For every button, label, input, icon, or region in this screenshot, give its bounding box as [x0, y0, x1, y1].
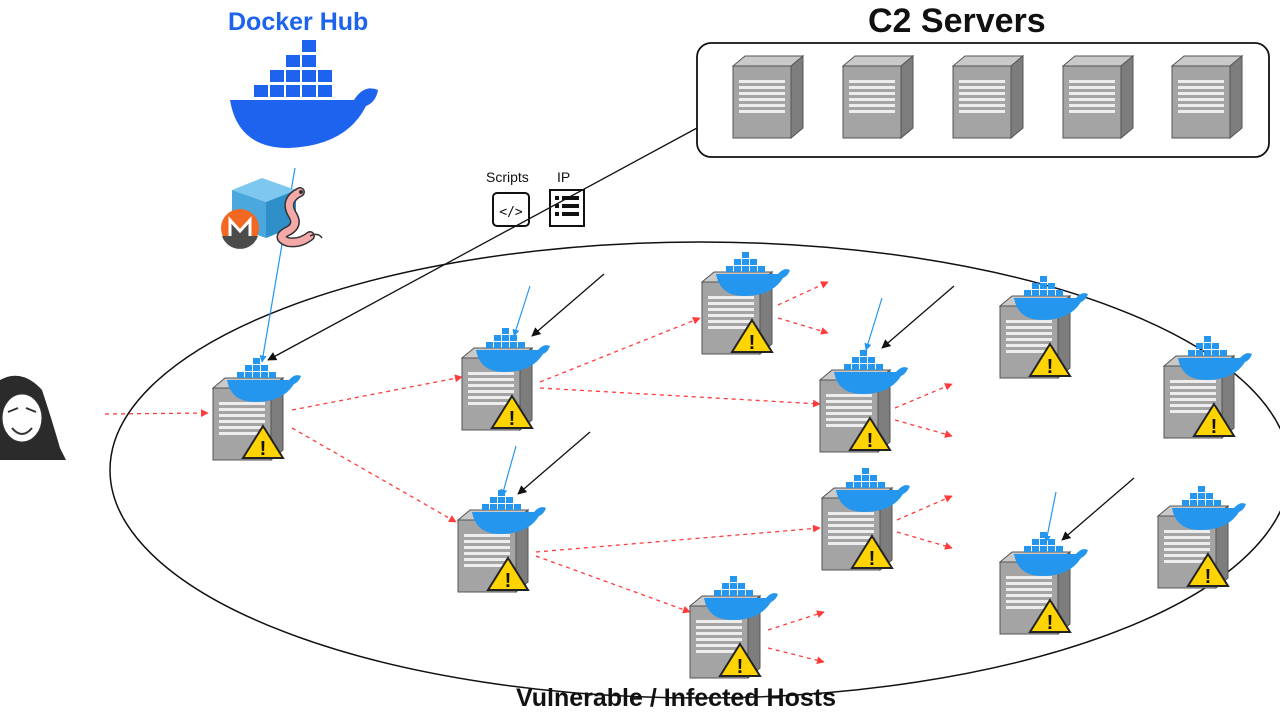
svg-text:!: ! — [867, 430, 874, 452]
host-1: ! — [212, 358, 301, 461]
c2-servers-title: C2 Servers — [868, 2, 1046, 40]
infection-arrows — [291, 281, 953, 665]
host-5: ! — [819, 350, 908, 453]
docker-whale-icon — [836, 468, 910, 512]
host-9: ! — [1163, 336, 1252, 439]
c2-server-4-icon — [1062, 55, 1134, 139]
svg-text:!: ! — [1047, 356, 1054, 378]
svg-text:!: ! — [749, 332, 756, 354]
docker-whale-icon — [1014, 532, 1088, 576]
svg-text:!: ! — [1205, 566, 1212, 588]
hosts-region-ellipse — [109, 241, 1280, 699]
svg-text:!: ! — [1211, 416, 1218, 438]
host-2: ! — [461, 328, 550, 431]
svg-text:!: ! — [509, 408, 516, 430]
warning-icon — [1028, 342, 1072, 377]
code-file-icon: </> — [492, 192, 530, 227]
warning-icon — [1186, 552, 1230, 587]
svg-text:!: ! — [505, 570, 512, 592]
warning-icon — [1192, 402, 1236, 437]
ip-list-icon — [549, 189, 585, 227]
host-10: ! — [999, 532, 1088, 635]
docker-whale-icon — [704, 576, 778, 620]
scripts-label: Scripts — [486, 169, 529, 185]
monero-icon — [221, 209, 259, 249]
svg-text:!: ! — [260, 438, 267, 460]
c2-servers-box — [696, 42, 1270, 158]
c2-server-5-icon — [1171, 55, 1243, 139]
host-7: ! — [689, 576, 778, 679]
host-3: ! — [457, 490, 546, 593]
docker-whale-icon — [716, 252, 790, 296]
hosts-region-label: Vulnerable / Infected Hosts — [516, 684, 836, 712]
docker-whale-icon — [476, 328, 550, 372]
worm-icon — [276, 187, 323, 248]
docker-whale-icon — [472, 490, 546, 534]
host-6: ! — [821, 468, 910, 571]
warning-icon — [490, 394, 534, 429]
c2-server-3-icon — [952, 55, 1024, 139]
code-glyph: </> — [499, 205, 523, 220]
attacker-icon — [0, 375, 66, 460]
attack-entry-arrow — [104, 409, 209, 417]
svg-text:!: ! — [1047, 612, 1054, 634]
docker-whale-icon — [834, 350, 908, 394]
warning-icon — [850, 534, 894, 569]
docker-whale-icon — [227, 358, 301, 402]
dockerhub-incoming-arrows — [500, 285, 1057, 543]
warning-icon — [1028, 598, 1072, 633]
warning-icon — [718, 642, 762, 677]
docker-hub-whale-icon — [230, 40, 378, 148]
svg-text:!: ! — [737, 656, 744, 678]
svg-text:!: ! — [869, 548, 876, 570]
host-11: ! — [1157, 486, 1246, 589]
docker-whale-icon — [1172, 486, 1246, 530]
warning-icon — [848, 416, 892, 451]
host-8: ! — [999, 276, 1088, 379]
warning-icon — [486, 556, 530, 591]
docker-hub-title: Docker Hub — [228, 8, 369, 36]
c2-server-1-icon — [732, 55, 804, 139]
c2-server-2-icon — [842, 55, 914, 139]
docker-whale-icon — [1014, 276, 1088, 320]
warning-icon — [241, 424, 285, 459]
ip-label: IP — [557, 169, 571, 185]
c2-incoming-arrows — [517, 273, 1135, 541]
warning-icon — [730, 318, 774, 353]
malicious-image-package — [221, 178, 323, 249]
host-4: ! — [701, 252, 790, 355]
c2-command-line — [267, 127, 698, 361]
